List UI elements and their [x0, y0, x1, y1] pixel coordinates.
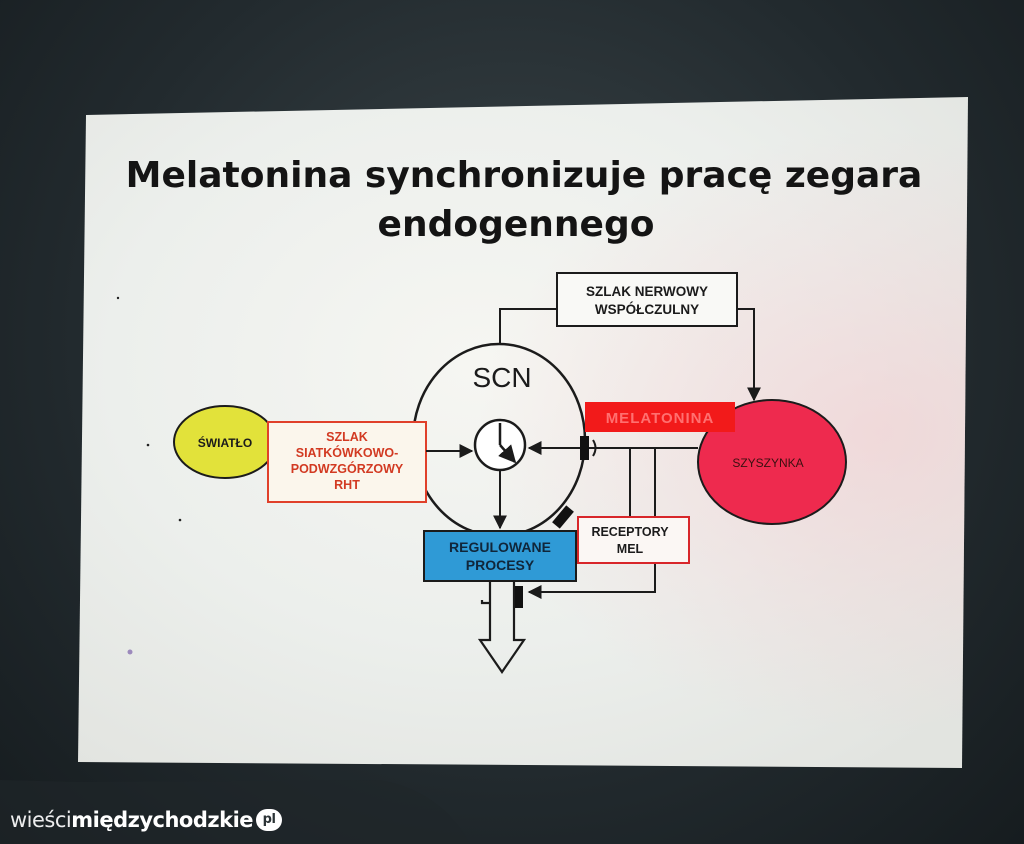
- szlak-nerwowy-line2: WSPÓŁCZULNY: [595, 302, 699, 317]
- scn-label: SCN: [472, 362, 531, 393]
- swiatlo-label: ŚWIATŁO: [198, 435, 252, 450]
- slide-title-line1: Melatonina synchronizuje pracę zegara: [126, 155, 923, 196]
- receptory-box: [577, 516, 690, 564]
- melatonina-label: MELATONINA: [606, 410, 715, 427]
- receptor-block-scn: [580, 436, 589, 460]
- szlak-nerwowy-box: [556, 272, 738, 327]
- receptor-block-circle: [552, 505, 574, 529]
- rht-box: [267, 421, 427, 503]
- szyszynka-label: SZYSZYNKA: [732, 456, 803, 470]
- melatonina-box: [585, 402, 735, 432]
- watermark-part2: międzychodzkie: [71, 808, 254, 832]
- rht-line4: RHT: [334, 478, 360, 492]
- line-melatonina-to-procesy: [527, 448, 656, 599]
- arrow-szlak-to-szyszynka: [737, 308, 761, 402]
- rht-line1: SZLAK: [326, 430, 368, 444]
- rht-line3: PODWZGÓRZOWY: [291, 461, 404, 476]
- receptor-block-procesy: [515, 586, 523, 608]
- receptory-line2: MEL: [617, 542, 644, 556]
- slide-title-line2: endogennego: [378, 204, 655, 245]
- line-scn-to-szlak: [499, 308, 557, 345]
- watermark-tld: pl: [256, 809, 283, 831]
- receptory-line1: RECEPTORY: [591, 525, 669, 539]
- regulowane-line1: REGULOWANE: [449, 539, 551, 555]
- watermark-part1: wieści: [10, 808, 72, 832]
- rht-line2: SIATKÓWKOWO-: [296, 445, 399, 460]
- regulowane-line2: PROCESY: [466, 557, 535, 573]
- szlak-nerwowy-line1: SZLAK NERWOWY: [586, 284, 708, 299]
- regulowane-box: [423, 530, 577, 582]
